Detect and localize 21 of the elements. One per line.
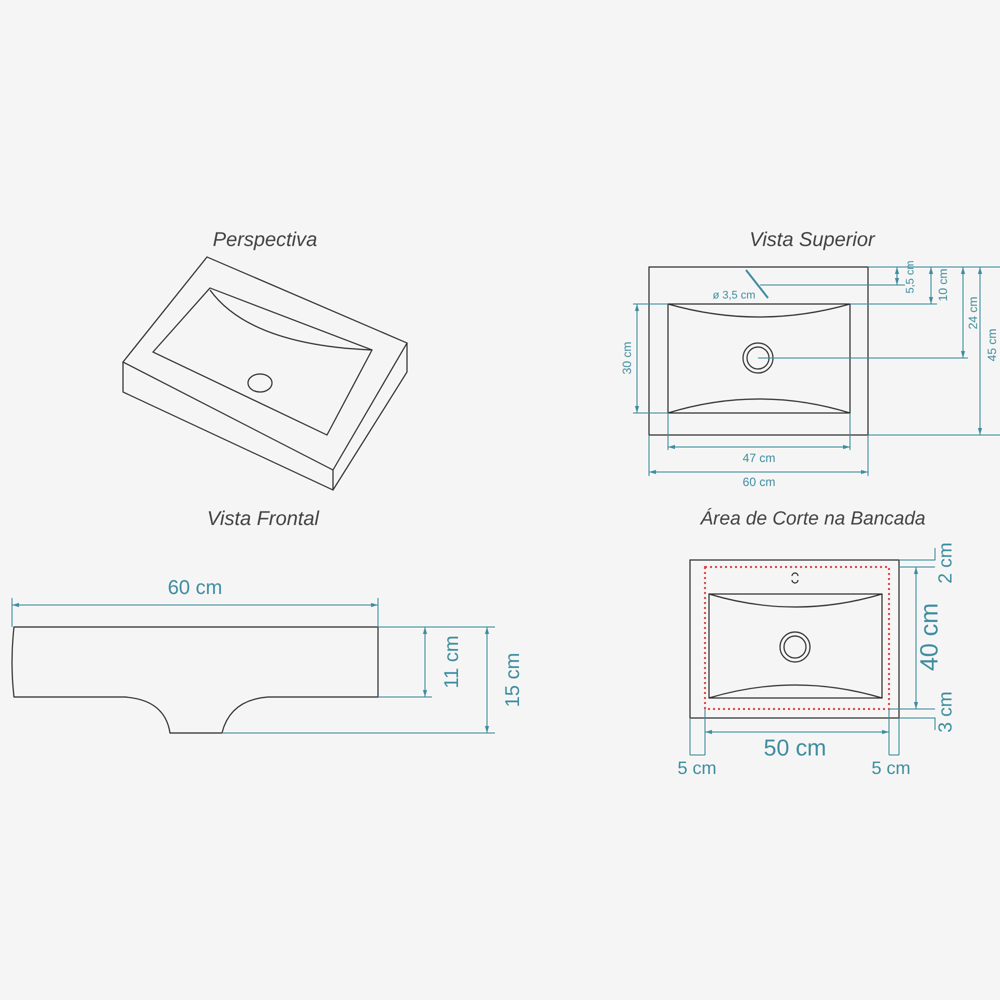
dimension-label: 24 cm [967,296,979,330]
dimension-label: 40 cm [918,602,942,672]
dimension-label: 15 cm [503,652,523,708]
dimension-label: 5,5 cm [906,260,916,294]
view-title: Vista Frontal [207,509,319,529]
dimension-label: 60 cm [168,578,222,598]
dimension-label: 11 cm [442,636,462,688]
dimension-label: 47 cm [742,452,776,464]
dimension-label: 30 cm [621,342,633,374]
dimension-label: 50 cm [764,736,826,760]
dimension-label: 60 cm [742,476,776,488]
view-title: Perspectiva [212,230,318,250]
dimension-label: ø 3,5 cm [712,290,756,302]
view-title: Área de Corte na Bancada [700,510,926,528]
dimension-label: 10 cm [937,268,949,302]
dimension-label: 45 cm [986,328,998,362]
view-title: Vista Superior [749,230,875,250]
dimension-label: 3 cm [936,691,956,733]
dimension-label: 5 cm [872,759,910,777]
dimension-label: 2 cm [936,542,956,584]
dimension-label: 5 cm [678,759,716,777]
